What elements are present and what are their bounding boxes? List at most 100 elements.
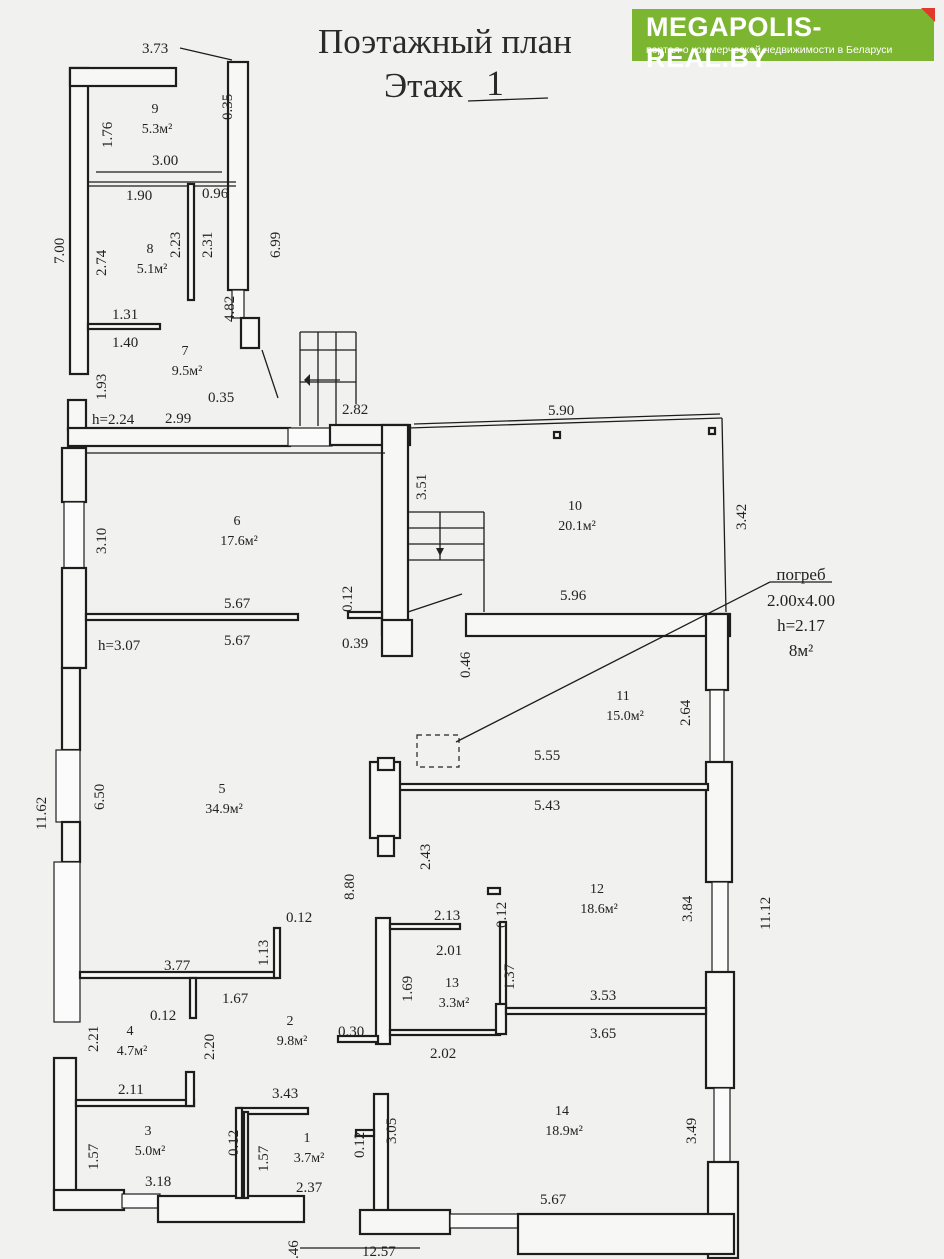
room-12-area: 18.6м² [580, 902, 618, 917]
cellar-height: h=2.17 [777, 616, 825, 635]
wall-room13-mid [494, 1002, 508, 1036]
room-13-area: 3.3м² [439, 996, 470, 1011]
cellar-size: 2.00x4.00 [767, 591, 835, 610]
dimension-543: 5.43 [534, 798, 560, 814]
dimension-377: 3.77 [164, 958, 191, 974]
dimension-300: 3.00 [152, 153, 178, 169]
dimension-700: 7.00 [52, 238, 68, 264]
room-9-number: 9 [152, 102, 159, 117]
wall-room2-stub [272, 926, 282, 980]
floor-number: 1 [486, 63, 504, 103]
wall-room7-top [86, 322, 162, 331]
room-8-area: 5.1м² [137, 262, 168, 277]
dimension-169: 1.69 [400, 976, 416, 1002]
dimension-351: 3.51 [414, 474, 430, 500]
dimension-012f: 0.12 [352, 1132, 368, 1158]
wall-room10-top [407, 417, 723, 429]
dimension-012c: 0.12 [494, 902, 510, 928]
dimension-012e: 0.12 [226, 1130, 242, 1156]
room-9-area: 5.3м² [142, 122, 173, 137]
plan-title: Поэтажный план [318, 22, 572, 61]
wall-stair-left [380, 423, 410, 637]
dimension-176: 1.76 [100, 121, 116, 148]
cellar-area: 8м² [789, 641, 813, 660]
room-3-number: 3 [145, 1124, 152, 1139]
room-11-area: 15.0м² [606, 709, 644, 724]
room-7-number: 7 [182, 344, 189, 359]
wall-room4-right [188, 976, 198, 1020]
dimension-373: 3.73 [142, 41, 168, 57]
dim-373-leader [179, 47, 233, 61]
wall-right-room7 [239, 316, 261, 350]
room-1-area: 3.7м² [294, 1151, 325, 1166]
wall-left-room6 [60, 446, 88, 504]
brand-tagline: портал о коммерческой недвижимости в Бел… [646, 44, 893, 56]
dimension-567a: 5.67 [224, 596, 251, 612]
dimension-140: 1.40 [112, 335, 138, 351]
dimension-299: 2.99 [165, 411, 191, 427]
window-right-room11 [709, 689, 725, 763]
dimension-384: 3.84 [680, 895, 696, 922]
wall-stair-step [380, 618, 414, 658]
dimension-1112: 11.12 [758, 897, 774, 930]
wall-room6-stub [346, 610, 384, 620]
wall-left-room5b [60, 820, 82, 864]
dimension-131: 1.31 [112, 307, 138, 323]
dimension-231: 2.31 [200, 232, 216, 258]
room-14-area: 18.9м² [545, 1124, 583, 1139]
dimension-590: 5.90 [548, 403, 574, 419]
floor-underline [467, 97, 549, 102]
room-10-area: 20.1м² [558, 519, 596, 534]
dimension-349: 3.49 [684, 1118, 700, 1144]
dimension-012d: 0.12 [150, 1008, 176, 1024]
window-bottom-room14 [449, 1213, 521, 1229]
dimension-113: 1.13 [256, 940, 272, 966]
wall-bottom-left [52, 1188, 126, 1212]
dimension-1162: 11.62 [34, 797, 50, 830]
chimney-block [368, 760, 402, 840]
dimension-039: 0.39 [342, 636, 368, 652]
dimension-046b: .46 [286, 1240, 302, 1259]
dimension-012a: 0.12 [340, 586, 356, 612]
wall-left-room5 [60, 666, 82, 752]
cellar-label: погреб [776, 565, 825, 584]
window-bottom-room3 [121, 1193, 161, 1209]
chimney-top [376, 756, 396, 772]
dimension-555: 5.55 [534, 748, 560, 764]
wall-room11-top [464, 612, 732, 638]
dimension-012b: 0.12 [286, 910, 312, 926]
wall-right-room11 [704, 612, 730, 692]
height-room6: h=3.07 [98, 638, 141, 654]
room-10-number: 10 [568, 499, 582, 514]
brand-banner[interactable]: MEGAPOLIS-REAL.BY портал о коммерческой … [632, 8, 935, 73]
dimension-157a: 1.57 [86, 1143, 102, 1170]
dimension-305: 3.05 [384, 1118, 400, 1144]
room-4-area: 4.7м² [117, 1044, 148, 1059]
room-5-area: 34.9м² [205, 802, 243, 817]
cellar-leader [455, 581, 771, 743]
room-3-area: 5.0м² [135, 1144, 166, 1159]
wall-left-room3 [52, 1056, 78, 1210]
dimension-699: 6.99 [268, 232, 284, 258]
wall-room14-bottom-b [516, 1212, 736, 1256]
wall-room13-right-top [486, 886, 502, 896]
room-11-number: 11 [616, 689, 629, 704]
cellar-hatch [416, 734, 460, 768]
brand-name: MEGAPOLIS-REAL.BY [646, 12, 823, 73]
dimension-167: 1.67 [222, 991, 249, 1007]
room-14-number: 14 [555, 1104, 569, 1119]
dimension-567b: 5.67 [224, 633, 251, 649]
dimension-193: 1.93 [94, 374, 110, 400]
wall-room14-bottom [358, 1208, 452, 1236]
dimension-482: 4.82 [222, 296, 238, 322]
dimension-211: 2.11 [118, 1082, 144, 1098]
wall-room3-top [74, 1098, 196, 1108]
dimension-213: 2.13 [434, 908, 460, 924]
stair-room10 [407, 511, 485, 613]
dimension-310: 3.10 [94, 528, 110, 554]
dimension-650: 6.50 [92, 784, 108, 810]
room-1-number: 1 [304, 1131, 311, 1146]
wall-room7-bottom [66, 398, 88, 432]
dimension-035b: 0.35 [208, 390, 234, 406]
room-6-area: 17.6м² [220, 534, 258, 549]
